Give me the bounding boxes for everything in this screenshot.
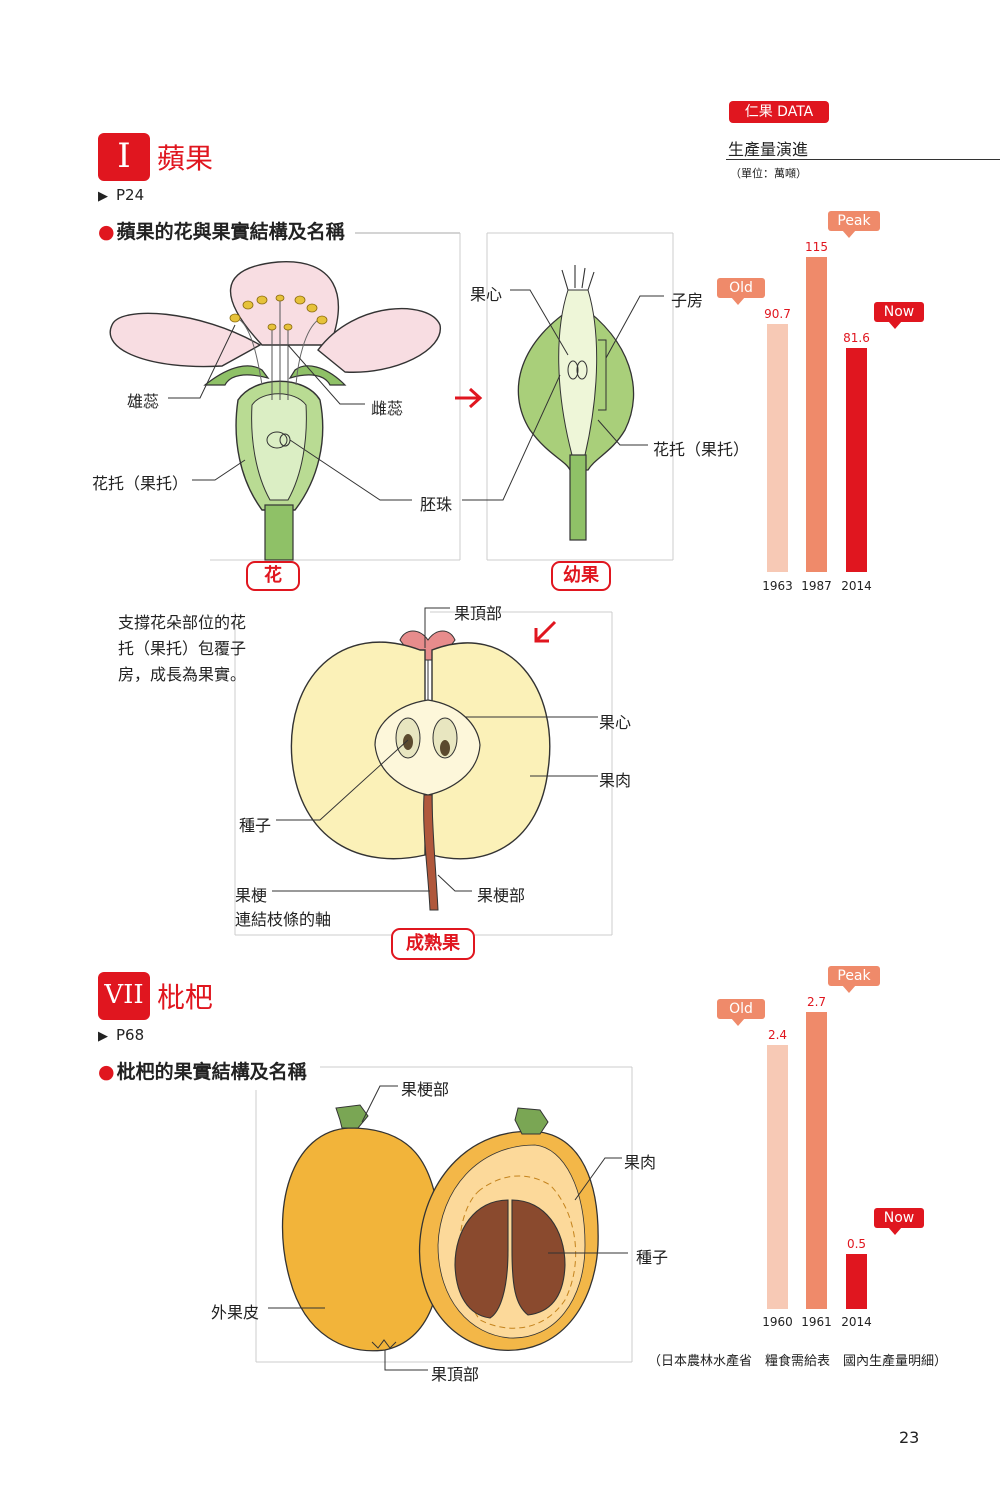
data-title: 生產量演進 <box>728 136 808 160</box>
label-apple-stem-desc: 連結枝條的軸 <box>235 906 331 930</box>
data-source: （日本農林水產省 糧食需給表 國內生產量明細） <box>648 1350 947 1369</box>
apple-mature-drawing <box>291 631 549 910</box>
label-apple-top: 果頂部 <box>454 600 502 624</box>
stage-young: 幼果 <box>551 561 611 591</box>
triangle-right-icon: ▶ <box>98 1029 108 1044</box>
label-apple-core: 果心 <box>599 709 631 733</box>
chart-value-label: 81.6 <box>837 331 877 345</box>
label-loquat-stem: 果梗部 <box>401 1076 449 1100</box>
label-apple-stem: 果梗 <box>235 882 267 906</box>
apple-note-line: 房，成長為果實。 <box>118 662 246 688</box>
apple-young-fruit-drawing <box>518 265 633 540</box>
label-loquat-flesh: 果肉 <box>624 1149 656 1173</box>
label-apple-seed: 種子 <box>239 812 271 836</box>
loquat-illustration <box>0 1050 700 1390</box>
loquat-title: 枇杷 <box>157 976 213 1016</box>
chart-tag-bubble: Peak <box>828 211 880 231</box>
chart-year-label: 1963 <box>758 579 798 593</box>
loquat-whole-drawing <box>283 1105 441 1351</box>
label-receptacle-young: 花托（果托） <box>653 436 749 460</box>
data-title-rule <box>726 159 1000 160</box>
label-loquat-seed: 種子 <box>636 1244 668 1268</box>
chart-tag-bubble: Old <box>717 278 765 298</box>
loquat-page-ref[interactable]: ▶ P68 <box>98 1026 144 1044</box>
chart-year-label: 2014 <box>837 1315 877 1329</box>
chart-bar <box>767 1045 788 1309</box>
chart-value-label: 0.5 <box>837 1237 877 1251</box>
stage-mature: 成熟果 <box>391 928 475 960</box>
page-number: 23 <box>899 1428 919 1447</box>
chart-year-label: 2014 <box>837 579 877 593</box>
arrow-down-left-icon <box>536 622 555 641</box>
loquat-page-ref-label: P68 <box>116 1026 144 1044</box>
chart-tag-bubble: Now <box>874 302 924 322</box>
chart-value-label: 115 <box>797 240 837 254</box>
chart-value-label: 90.7 <box>758 307 798 321</box>
label-apple-flesh: 果肉 <box>599 767 631 791</box>
chart-bar <box>806 257 827 572</box>
label-apple-stem-part: 果梗部 <box>477 882 525 906</box>
label-loquat-skin: 外果皮 <box>211 1299 259 1323</box>
data-tag: 仁果 DATA <box>729 101 829 123</box>
chart-tag-bubble: Now <box>874 1208 924 1228</box>
loquat-numeral: VII <box>98 972 150 1020</box>
stage-flower: 花 <box>246 561 300 591</box>
arrow-right-icon <box>455 389 480 407</box>
chart-year-label: 1987 <box>797 579 837 593</box>
data-tag-label: 仁果 DATA <box>745 104 814 120</box>
chart-bar <box>806 1012 827 1309</box>
label-ovule: 胚珠 <box>420 491 452 515</box>
apple-note-line: 支撐花朵部位的花 <box>118 610 246 636</box>
data-unit: （單位：萬噸） <box>730 165 807 181</box>
label-loquat-top: 果頂部 <box>431 1361 479 1385</box>
chart-bar <box>846 348 867 572</box>
chart-year-label: 1961 <box>797 1315 837 1329</box>
chart-bar <box>846 1254 867 1309</box>
label-stamen: 雄蕊 <box>127 388 159 412</box>
loquat-half-drawing <box>420 1108 599 1350</box>
apple-note: 支撐花朵部位的花 托（果托）包覆子 房，成長為果實。 <box>118 610 246 688</box>
apple-note-line: 托（果托）包覆子 <box>118 636 246 662</box>
chart-value-label: 2.4 <box>758 1028 798 1042</box>
label-pistil: 雌蕊 <box>371 395 403 419</box>
chart-bar <box>767 324 788 572</box>
chart-year-label: 1960 <box>758 1315 798 1329</box>
chart-value-label: 2.7 <box>797 995 837 1009</box>
label-core-young: 果心 <box>470 281 502 305</box>
label-ovary: 子房 <box>671 287 703 311</box>
label-receptacle-flower: 花托（果托） <box>92 470 188 494</box>
chart-tag-bubble: Peak <box>828 966 880 986</box>
chart-tag-bubble: Old <box>717 999 765 1019</box>
